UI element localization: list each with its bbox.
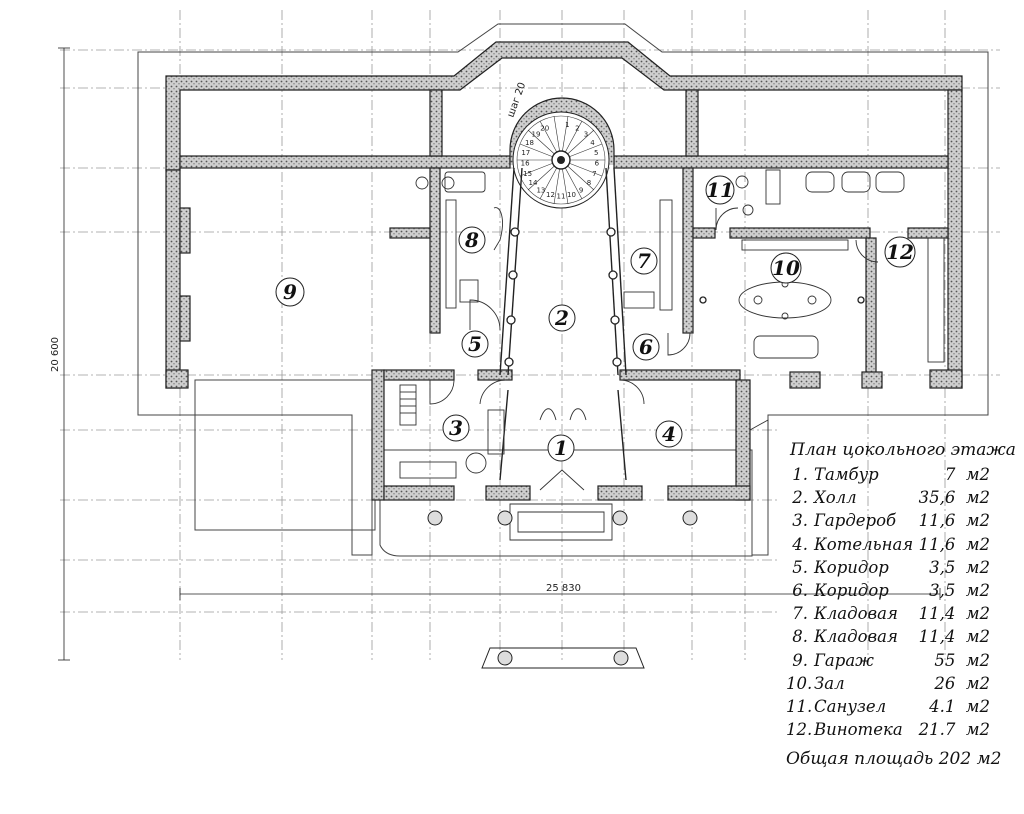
legend-item-number: 8. — [792, 627, 808, 647]
legend-item-number: 12. — [786, 720, 813, 740]
legend-item-number: 11. — [786, 697, 813, 717]
legend-item-number: 7. — [792, 604, 808, 624]
room-number-4: 4 — [662, 422, 676, 446]
room-number-6: 6 — [639, 335, 653, 359]
stair-step-number: 11 — [557, 193, 566, 201]
room-number-11: 11 — [706, 178, 734, 202]
stair-step-number: 12 — [546, 191, 555, 199]
legend-item-number: 10. — [786, 673, 813, 693]
detail-element — [481, 647, 645, 669]
legend-item-area: 3,5 м2 — [929, 581, 990, 601]
legend-title: План цокольного этажа — [790, 440, 1016, 460]
legend-item: 5. Коридор 3,5 м2 — [786, 556, 1016, 579]
stair-step-number: 17 — [521, 149, 530, 157]
legend-item-name: Кладовая — [814, 604, 898, 624]
legend-item-area: 26 м2 — [934, 673, 990, 693]
room-labels: 1 2 3 4 5 6 7 8 9 10 11 12 — [275, 175, 916, 462]
legend-list: 1. Тамбур 7 м2 2. Холл 35,6 м2 3. Гардероб 11,6 … — [786, 463, 1016, 741]
legend-item-name: Холл — [814, 488, 857, 508]
legend-item: 2. Холл 35,6 м2 — [786, 486, 1016, 509]
legend-item-name: Зал — [814, 673, 845, 693]
legend-item-area: 11,6 м2 — [918, 511, 990, 531]
legend-item-name: Гараж — [814, 650, 874, 670]
doors — [429, 207, 879, 491]
stair-step-number: 13 — [536, 186, 545, 194]
room-number-1: 1 — [554, 436, 568, 460]
legend-item-name: Коридор — [814, 581, 889, 601]
legend-total-area: Общая площадь 202 м2 — [786, 749, 1002, 770]
stair-step-number: 8 — [587, 179, 591, 187]
stair-step-number: 18 — [525, 139, 534, 147]
legend-item-area: 11,4 м2 — [918, 604, 990, 624]
legend-item-name: Коридор — [814, 557, 889, 577]
stair-step-number: 6 — [595, 160, 600, 168]
room-number-12: 12 — [886, 240, 914, 264]
room-number-2: 2 — [554, 306, 569, 330]
legend-item-name: Санузел — [814, 697, 887, 717]
stair-step-number: 19 — [532, 131, 541, 139]
legend-item-number: 4. — [792, 534, 808, 554]
room-number-7: 7 — [637, 249, 651, 273]
legend-item: 11.Санузел 4.1 м2 — [786, 695, 1016, 718]
legend-item-number: 9. — [792, 650, 808, 670]
stair-step-number: 3 — [584, 131, 588, 139]
room-number-10: 10 — [772, 256, 800, 280]
stair-step-number: 5 — [594, 149, 598, 157]
width-dimension: 25 830 — [546, 583, 581, 594]
room-number-5: 5 — [468, 332, 482, 356]
legend-item-number: 1. — [792, 465, 808, 484]
legend-item: 3. Гардероб 11,6 м2 — [786, 509, 1016, 532]
legend-item-name: Кладовая — [814, 627, 898, 647]
walls — [165, 41, 963, 501]
legend-item-area: 21.7 м2 — [918, 720, 990, 740]
legend-item-area: 4.1 м2 — [929, 697, 990, 717]
room-number-3: 3 — [449, 416, 463, 440]
height-dimension: 20 600 — [50, 337, 61, 372]
legend-item: 7. Кладовая 11,4 м2 — [786, 602, 1016, 625]
stair-step-number: 4 — [590, 139, 595, 147]
legend-item-area: 7 м2 — [944, 465, 990, 484]
hall-columns — [504, 227, 865, 367]
legend-item: 1. Тамбур 7 м2 — [786, 463, 1016, 486]
legend-item-number: 2. — [792, 488, 808, 508]
stair-step-number: 9 — [579, 186, 583, 194]
legend-item-name: Тамбур — [814, 465, 879, 484]
legend-item-number: 5. — [792, 557, 808, 577]
stair-step-number: 20 — [540, 124, 549, 132]
porch-columns — [427, 510, 698, 526]
stair-step-number: 10 — [567, 191, 576, 199]
legend-item-name: Гардероб — [814, 511, 897, 531]
room-number-9: 9 — [283, 280, 297, 304]
legend-item-area: 11,6 м2 — [918, 534, 990, 554]
legend-item-name: Котельная — [814, 534, 914, 554]
legend-item: 6. Коридор 3,5 м2 — [786, 579, 1016, 602]
legend-item-name: Винотека — [814, 720, 903, 740]
stair-step-number: 14 — [529, 179, 538, 187]
legend-item: 8. Кладовая 11,4 м2 — [786, 625, 1016, 648]
legend-item-area: 55 м2 — [934, 650, 990, 670]
legend-item-area: 11,4 м2 — [918, 627, 990, 647]
legend-item-number: 3. — [792, 511, 808, 531]
dimensions — [58, 47, 941, 661]
legend-item: 12.Винотека 21.7 м2 — [786, 718, 1016, 741]
legend-item-number: 6. — [792, 581, 808, 601]
legend-item-area: 35,6 м2 — [918, 488, 990, 508]
legend-item: 9. Гараж 55 м2 — [786, 649, 1016, 672]
furniture — [399, 169, 945, 541]
room-number-8: 8 — [464, 228, 479, 252]
legend-item-area: 3,5 м2 — [929, 557, 990, 577]
stair-step-number: 15 — [523, 170, 532, 178]
stair-step-number: 1 — [565, 121, 569, 129]
legend-item: 10.Зал 26 м2 — [786, 672, 1016, 695]
stair-step-number: 2 — [575, 124, 579, 132]
spiral-staircase: шаг 20 — [505, 81, 615, 209]
room-legend: План цокольного этажа 1. Тамбур 7 м2 2. Холл… — [786, 440, 1016, 769]
stair-step-number: 7 — [592, 170, 596, 178]
stair-step-number: 16 — [521, 160, 530, 168]
blind-area — [137, 23, 989, 557]
